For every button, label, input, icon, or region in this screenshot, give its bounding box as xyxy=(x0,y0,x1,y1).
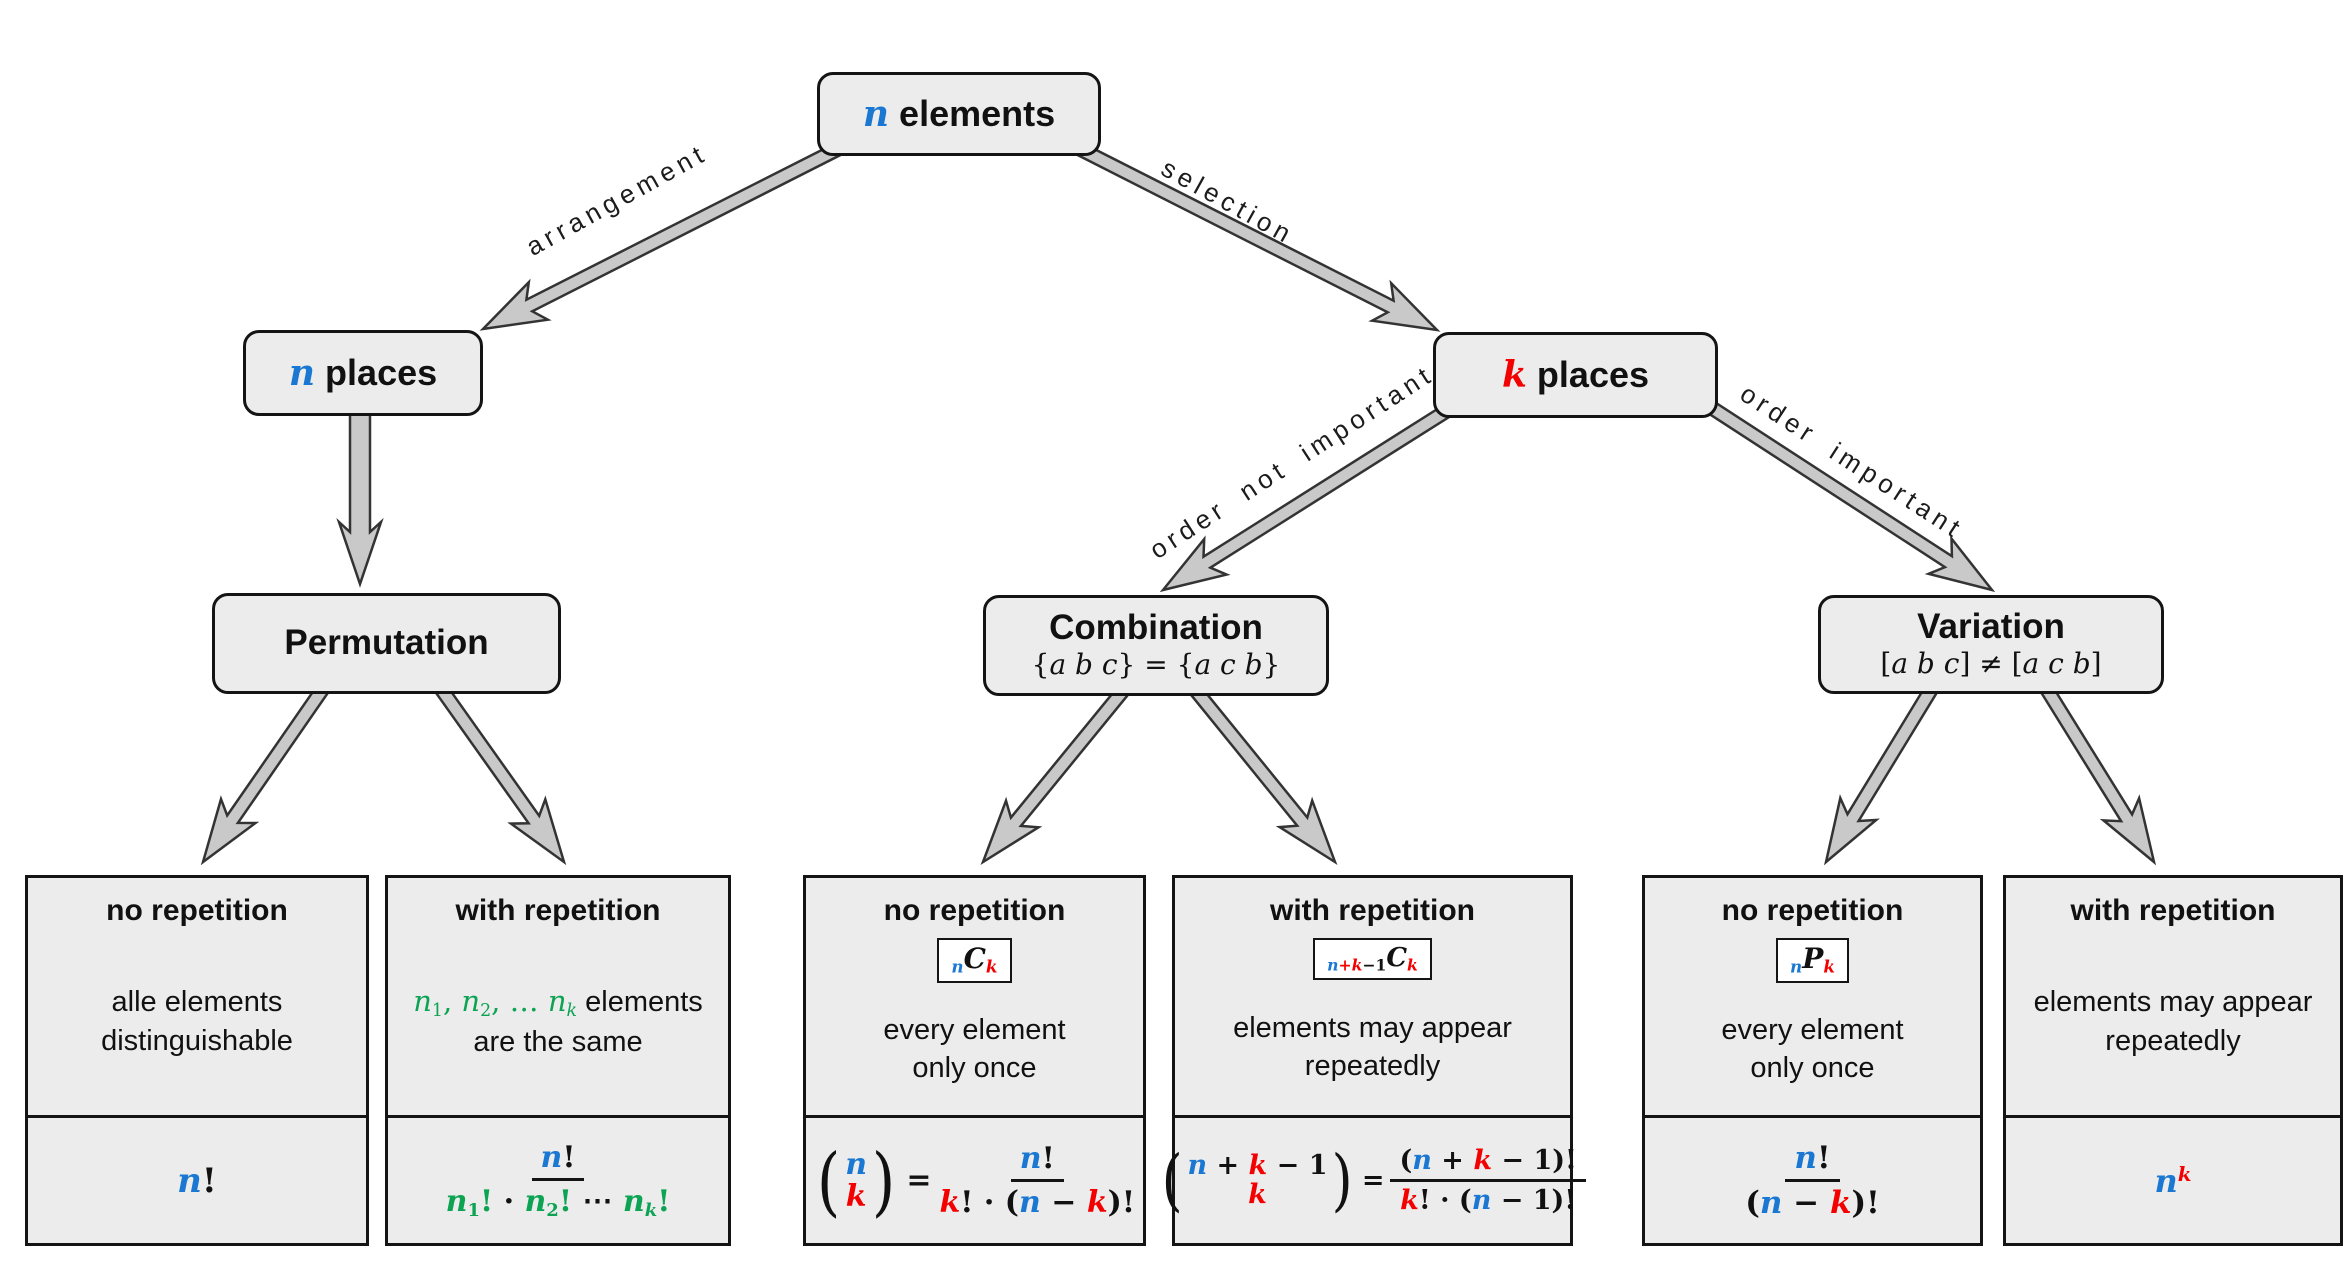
node-permutation: Permutation xyxy=(212,593,561,694)
leaf-top: with repetition n1, n2, … nk elements ar… xyxy=(388,878,728,1118)
leaf-top: with repetition elements may appear repe… xyxy=(2006,878,2340,1118)
arrow-variation-to-with-repetition xyxy=(2038,682,2157,866)
arrow-order-important xyxy=(1706,400,1996,593)
arrow-permutation-to-no-repetition xyxy=(200,684,330,866)
leaf-description: alle elements distinguishable xyxy=(101,986,293,1057)
leaf-heading: with repetition xyxy=(2070,894,2276,927)
n-plus-k-minus-1-Ck-symbol-badge: n+k−1Ck xyxy=(1313,938,1432,980)
node-n-places: n places xyxy=(243,330,483,416)
variation-subtitle: [a b c] ≠ [a c b] xyxy=(1880,646,2102,680)
leaf-combination-with-repetition: with repetition n+k−1Ck elements may app… xyxy=(1162,875,1586,1246)
leaf-description: elements may appear repeatedly xyxy=(1233,1012,1512,1083)
leaf-formula: nk xyxy=(2154,1161,2192,1200)
leaf-heading: with repetition xyxy=(455,894,661,927)
leaf-variation-with-repetition: with repetition elements may appear repe… xyxy=(2003,875,2343,1246)
leaf-formula: n!(n − k)! xyxy=(1745,1140,1880,1221)
leaf-description: every element only once xyxy=(1721,1013,1904,1084)
leaf-heading: no repetition xyxy=(106,894,288,927)
leaf-heading: no repetition xyxy=(1721,894,1904,927)
leaf-formula: n! xyxy=(177,1160,217,1201)
leaf-top: no repetition nCk every element only onc… xyxy=(806,878,1143,1118)
combination-subtitle: {a b c} = {a c b} xyxy=(1031,647,1281,681)
leaf-combination-no-repetition: no repetition nCk every element only onc… xyxy=(803,875,1146,1246)
node-n-elements-label: n elements xyxy=(862,93,1056,135)
arrow-variation-to-no-repetition xyxy=(1823,682,1940,866)
nCk-symbol-badge: nCk xyxy=(937,938,1012,983)
variation-title: Variation xyxy=(1917,607,2065,647)
node-k-places-label: k places xyxy=(1501,354,1650,396)
node-combination: Combination {a b c} = {a c b} xyxy=(983,595,1329,696)
arrow-arrangement xyxy=(479,140,845,331)
nPk-symbol-badge: nPk xyxy=(1776,938,1849,983)
leaf-heading: with repetition xyxy=(1270,894,1475,927)
leaf-top: no repetition alle elements distinguisha… xyxy=(28,878,366,1118)
leaf-permutation-no-repetition: no repetition alle elements distinguisha… xyxy=(25,875,369,1246)
arrow-selection xyxy=(1073,140,1441,332)
leaf-heading: no repetition xyxy=(883,894,1066,927)
permutation-title: Permutation xyxy=(284,623,489,663)
arrow-permutation-to-with-repetition xyxy=(434,684,567,866)
leaf-description: elements may appear repeatedly xyxy=(2033,986,2313,1057)
combination-title: Combination xyxy=(1049,608,1263,648)
leaf-description: n1, n2, … nk elements are the same xyxy=(413,983,703,1058)
leaf-variation-no-repetition: no repetition nPk every element only onc… xyxy=(1642,875,1983,1246)
arrow-combination-to-no-repetition xyxy=(980,686,1129,866)
arrow-n-places-to-permutation xyxy=(336,410,384,588)
node-variation: Variation [a b c] ≠ [a c b] xyxy=(1818,595,2164,694)
node-n-elements: n elements xyxy=(817,72,1101,156)
leaf-top: no repetition nPk every element only onc… xyxy=(1645,878,1980,1118)
node-k-places: k places xyxy=(1433,332,1718,418)
leaf-top: with repetition n+k−1Ck elements may app… xyxy=(1175,878,1570,1118)
arrow-order-not-important xyxy=(1159,402,1454,593)
leaf-permutation-with-repetition: with repetition n1, n2, … nk elements ar… xyxy=(385,875,731,1246)
node-n-places-label: n places xyxy=(288,352,438,394)
leaf-formula: n!n1! · n2! ⋯ nk! xyxy=(445,1139,671,1222)
arrow-combination-to-with-repetition xyxy=(1190,686,1338,866)
leaf-description: every element only once xyxy=(883,1013,1066,1084)
